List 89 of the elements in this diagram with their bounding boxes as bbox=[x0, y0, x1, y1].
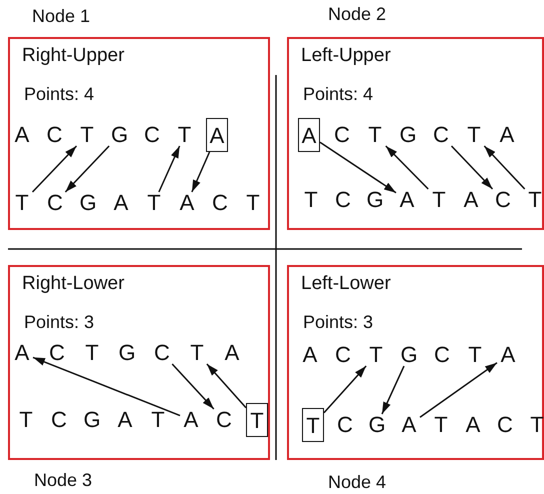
base-letter: A bbox=[11, 121, 33, 149]
base-letter: T bbox=[76, 121, 98, 149]
base-letter: T bbox=[524, 186, 544, 214]
panel-box bbox=[287, 265, 544, 460]
base-letter: A bbox=[110, 189, 132, 217]
panel-heading: Left-Lower bbox=[301, 273, 391, 295]
base-letter: G bbox=[116, 339, 138, 367]
base-letter: G bbox=[397, 121, 419, 149]
arrow bbox=[158, 146, 180, 192]
base-letter: A bbox=[396, 186, 418, 214]
base-letter: G bbox=[81, 406, 103, 434]
arrow bbox=[385, 145, 429, 190]
base-letter: T bbox=[15, 406, 37, 434]
base-letter: C bbox=[332, 341, 354, 369]
base-letter: C bbox=[209, 189, 231, 217]
base-letter: T bbox=[300, 186, 322, 214]
base-letter: A bbox=[398, 411, 420, 439]
base-letter: G bbox=[77, 189, 99, 217]
points-label: Points: 3 bbox=[303, 312, 374, 333]
arrow bbox=[32, 356, 180, 416]
base-letter: A bbox=[462, 411, 484, 439]
base-letter: A bbox=[496, 121, 518, 149]
base-letter: T bbox=[428, 186, 450, 214]
base-letter: C bbox=[331, 121, 353, 149]
base-letter: C bbox=[494, 411, 516, 439]
base-letter: T bbox=[463, 121, 485, 149]
base-letter: G bbox=[108, 121, 130, 149]
base-letter: A bbox=[176, 189, 198, 217]
base-letter: T bbox=[147, 406, 169, 434]
base-letter: G bbox=[364, 186, 386, 214]
base-letter: T bbox=[365, 341, 387, 369]
arrow bbox=[484, 145, 526, 190]
base-letter: C bbox=[48, 406, 70, 434]
points-label: Points: 4 bbox=[24, 84, 94, 105]
base-letter: T bbox=[430, 411, 452, 439]
base-letter: T bbox=[364, 121, 386, 149]
base-letter: T bbox=[464, 341, 486, 369]
base-letter: T bbox=[11, 189, 33, 217]
arrow bbox=[420, 362, 498, 418]
arrow bbox=[172, 364, 214, 410]
points-label: Points: 4 bbox=[303, 84, 374, 105]
base-letter: A bbox=[114, 406, 136, 434]
arrow bbox=[381, 366, 405, 414]
arrow bbox=[32, 145, 78, 193]
base-letter: C bbox=[44, 189, 66, 217]
node-caption: Node 3 bbox=[34, 470, 92, 491]
panel-box bbox=[8, 37, 270, 230]
boxed-base-letter: T bbox=[246, 403, 268, 437]
boxed-base-letter: T bbox=[302, 408, 324, 442]
panel-box bbox=[287, 37, 544, 230]
base-letter: A bbox=[180, 406, 202, 434]
base-letter: C bbox=[151, 339, 173, 367]
panel-heading: Right-Upper bbox=[22, 45, 124, 67]
base-letter: T bbox=[242, 189, 264, 217]
panel-heading: Left-Upper bbox=[301, 45, 391, 67]
base-letter: C bbox=[334, 411, 356, 439]
base-letter: T bbox=[186, 339, 208, 367]
base-letter: C bbox=[430, 121, 452, 149]
base-letter: C bbox=[492, 186, 514, 214]
panel-box bbox=[8, 265, 270, 460]
points-label: Points: 3 bbox=[24, 312, 94, 333]
arrow bbox=[191, 152, 210, 192]
base-letter: G bbox=[398, 341, 420, 369]
arrow bbox=[320, 142, 396, 194]
base-letter: C bbox=[332, 186, 354, 214]
base-letter: T bbox=[143, 189, 165, 217]
base-letter: T bbox=[81, 339, 103, 367]
arrow bbox=[450, 145, 494, 190]
base-letter: C bbox=[141, 121, 163, 149]
base-letter: A bbox=[460, 186, 482, 214]
base-letter: A bbox=[221, 339, 243, 367]
base-letter: C bbox=[431, 341, 453, 369]
arrow bbox=[323, 366, 367, 414]
base-letter: A bbox=[11, 339, 33, 367]
arrow bbox=[64, 145, 110, 193]
boxed-base-letter: A bbox=[206, 118, 228, 152]
base-letter: A bbox=[299, 341, 321, 369]
arrow bbox=[206, 364, 247, 408]
base-letter: C bbox=[46, 339, 68, 367]
node-caption: Node 4 bbox=[328, 472, 386, 493]
panel-heading: Right-Lower bbox=[22, 273, 124, 295]
base-letter: A bbox=[497, 341, 519, 369]
boxed-base-letter: A bbox=[298, 118, 320, 152]
node-caption: Node 2 bbox=[328, 4, 386, 25]
base-letter: C bbox=[213, 406, 235, 434]
node-caption: Node 1 bbox=[32, 6, 90, 27]
base-letter: G bbox=[366, 411, 388, 439]
base-letter: T bbox=[174, 121, 196, 149]
base-letter: C bbox=[44, 121, 66, 149]
